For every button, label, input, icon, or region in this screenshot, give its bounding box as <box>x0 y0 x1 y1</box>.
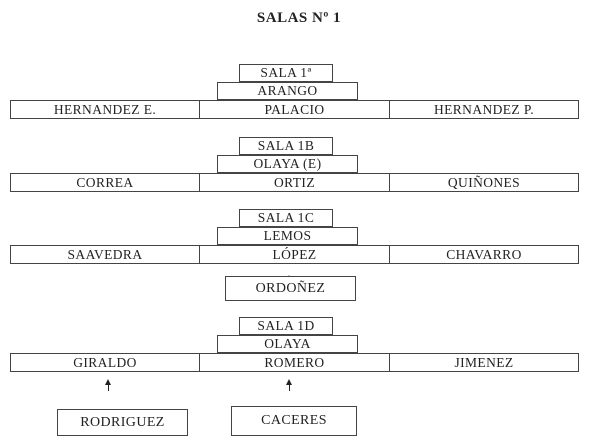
sala-1c-president: LEMOS <box>217 227 358 245</box>
sala-1c-member-right: CHAVARRO <box>389 245 579 264</box>
sala-1c-label: SALA 1C <box>239 209 333 227</box>
page-title: SALAS Nº 1 <box>256 10 342 26</box>
sala-1a-label: SALA 1ª <box>239 64 333 82</box>
sala-1d-member-left: GIRALDO <box>10 353 200 372</box>
sala-1b-member-left: CORREA <box>10 173 200 192</box>
sala-1a-member-right: HERNANDEZ P. <box>389 100 579 119</box>
sala-1c-substitute: ORDOÑEZ <box>225 276 356 301</box>
sala-1a-president: ARANGO <box>217 82 358 100</box>
sala-1d-label: SALA 1D <box>239 317 333 335</box>
sala-1c-member-center: LÓPEZ <box>199 245 390 264</box>
sala-1d-member-center: ROMERO <box>199 353 390 372</box>
sala-1d-member-right: JIMENEZ <box>389 353 579 372</box>
sala-1b-member-center: ORTIZ <box>199 173 390 192</box>
sala-1b-label: SALA 1B <box>239 137 333 155</box>
sala-1c-member-left: SAAVEDRA <box>10 245 200 264</box>
sala-1a-member-center: PALACIO <box>199 100 390 119</box>
sala-1b-member-right: QUIÑONES <box>389 173 579 192</box>
sala-1d-substitute-left: RODRIGUEZ <box>57 409 188 436</box>
sala-1b-president: OLAYA (E) <box>217 155 358 173</box>
sala-1d-president: OLAYA <box>217 335 358 353</box>
sala-1d-substitute-right: CACERES <box>231 406 357 436</box>
sala-1a-member-left: HERNANDEZ E. <box>10 100 200 119</box>
